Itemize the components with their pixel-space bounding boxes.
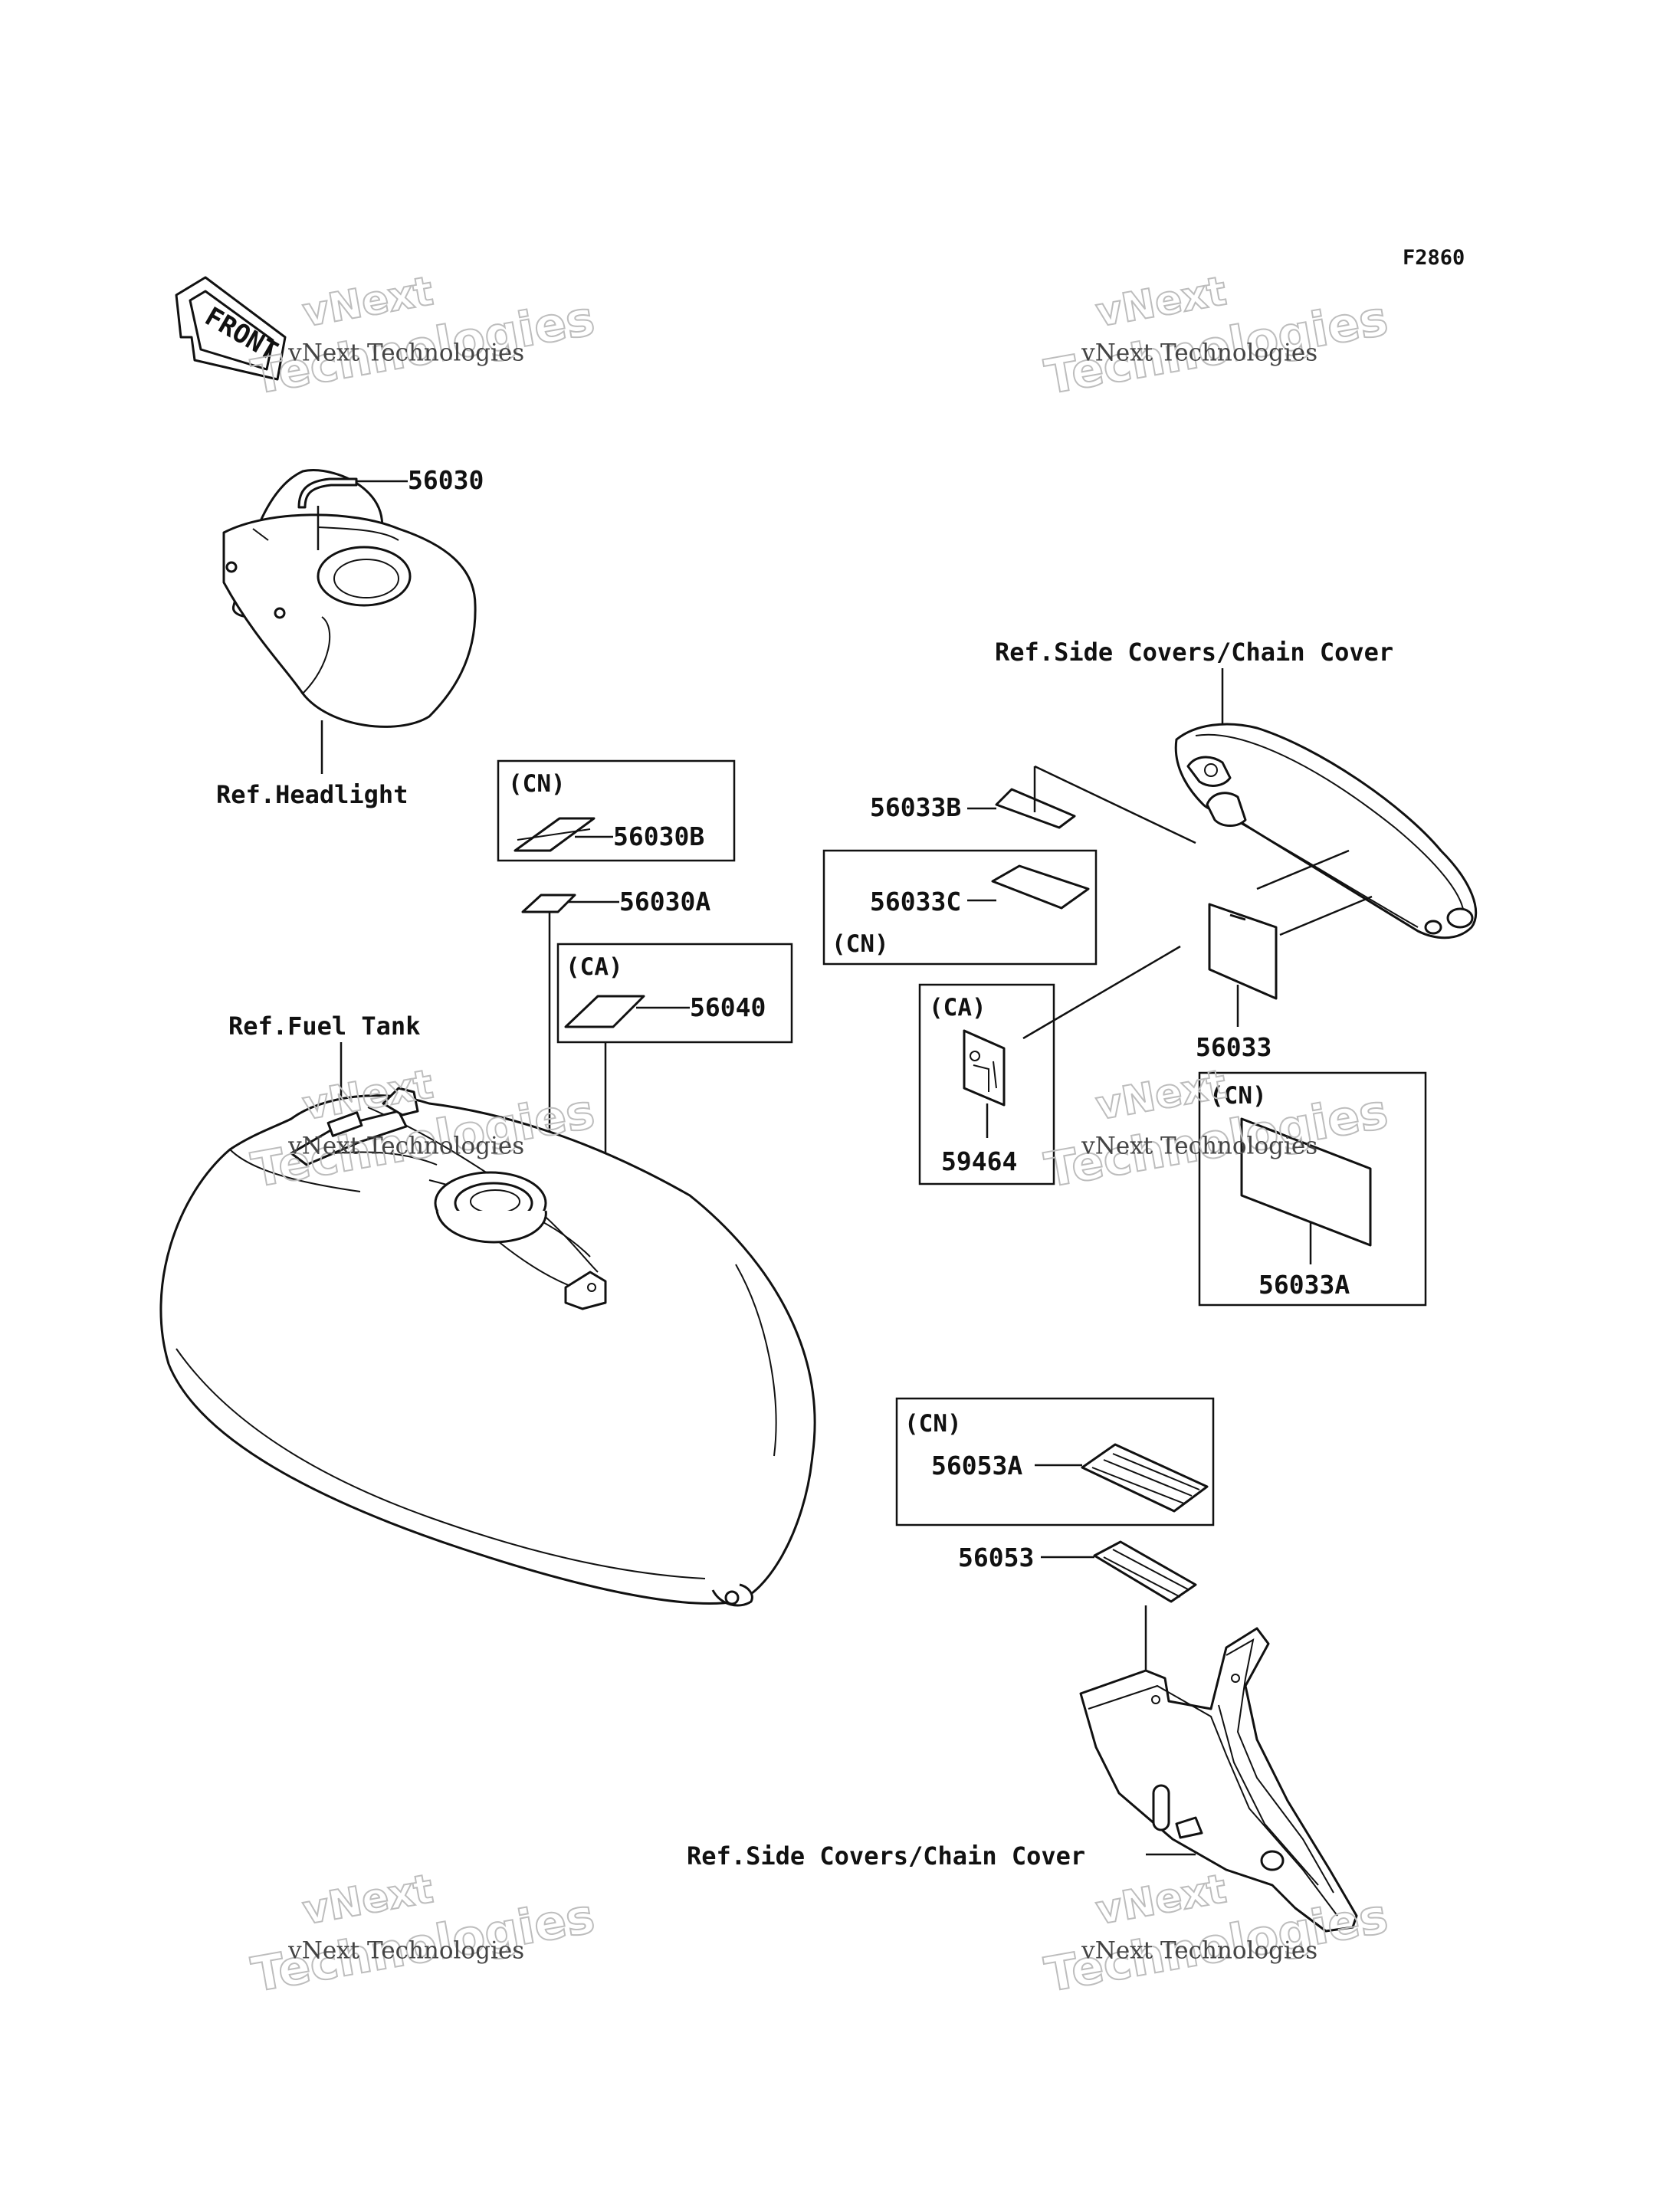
part-56033A-label: 56033A xyxy=(1258,1270,1350,1300)
chain-cover-bottom xyxy=(1079,1627,1358,1933)
watermark-5: vNext Technologies vNext Technologies xyxy=(247,1865,599,2004)
svg-text:vNext Technologies: vNext Technologies xyxy=(1081,339,1317,367)
svg-text:vNext Technologies: vNext Technologies xyxy=(287,339,524,367)
decal-56040-icon xyxy=(564,995,645,1028)
part-56030-label: 56030 xyxy=(408,465,484,495)
watermark-2: vNext Technologies vNext Technologies xyxy=(1040,267,1393,406)
fuel-tank xyxy=(159,1087,816,1607)
ref-headlight-label: Ref.Headlight xyxy=(216,780,408,809)
cn-56030B-box xyxy=(497,759,736,862)
part-56040-label: 56040 xyxy=(690,992,766,1022)
chain-cover-top xyxy=(1174,723,1478,939)
ref-fuel-tank-label: Ref.Fuel Tank xyxy=(228,1012,420,1041)
part-56053-label: 56053 xyxy=(958,1543,1034,1572)
part-56033B-label: 56033B xyxy=(870,792,961,822)
cn-56053A-code: (CN) xyxy=(904,1410,962,1438)
watermark-6: vNext Technologies vNext Technologies xyxy=(1040,1865,1393,2004)
part-59464-label: 59464 xyxy=(941,1146,1017,1176)
watermark-1: vNext Technologies vNext Technologies xyxy=(247,267,599,406)
ca-59464-code: (CA) xyxy=(929,994,986,1021)
part-56033-label: 56033 xyxy=(1196,1032,1271,1062)
cn-56053A-box xyxy=(895,1397,1215,1526)
svg-text:vNext Technologies: vNext Technologies xyxy=(287,1133,524,1160)
headlight-cover xyxy=(222,469,477,728)
decal-56033-icon xyxy=(1208,903,1278,1000)
decal-56030A-icon xyxy=(521,894,576,913)
ref-side-covers-top-label: Ref.Side Covers/Chain Cover xyxy=(995,638,1393,667)
part-56053A-label: 56053A xyxy=(931,1451,1022,1481)
cn-56033A-code: (CN) xyxy=(1209,1082,1267,1110)
svg-text:vNext Technologies: vNext Technologies xyxy=(1081,1133,1317,1160)
front-arrow-icon: FRONT xyxy=(175,276,287,381)
figure-code: F2860 xyxy=(1403,246,1465,270)
part-56030A-label: 56030A xyxy=(619,887,710,917)
cn-56033A-box xyxy=(1198,1071,1427,1307)
ca-59464-box xyxy=(918,983,1055,1185)
decal-56033C-icon xyxy=(991,864,1090,910)
ca-56040-code: (CA) xyxy=(566,953,623,981)
decal-56053-icon xyxy=(1093,1540,1197,1603)
svg-text:vNext Technologies: vNext Technologies xyxy=(1081,1937,1317,1965)
ca-56040-box xyxy=(556,943,793,1044)
part-56033C-label: 56033C xyxy=(870,887,961,917)
ref-side-covers-bottom-label: Ref.Side Covers/Chain Cover xyxy=(687,1841,1085,1871)
decal-56053A-icon xyxy=(1081,1443,1209,1513)
cn-56033C-box xyxy=(822,849,1098,966)
cn-56033C-code: (CN) xyxy=(832,930,889,958)
cn-56030B-code: (CN) xyxy=(508,770,566,798)
part-56030B-label: 56030B xyxy=(613,821,704,851)
svg-text:vNext Technologies: vNext Technologies xyxy=(287,1937,524,1965)
decal-56033A-icon xyxy=(1240,1117,1372,1247)
